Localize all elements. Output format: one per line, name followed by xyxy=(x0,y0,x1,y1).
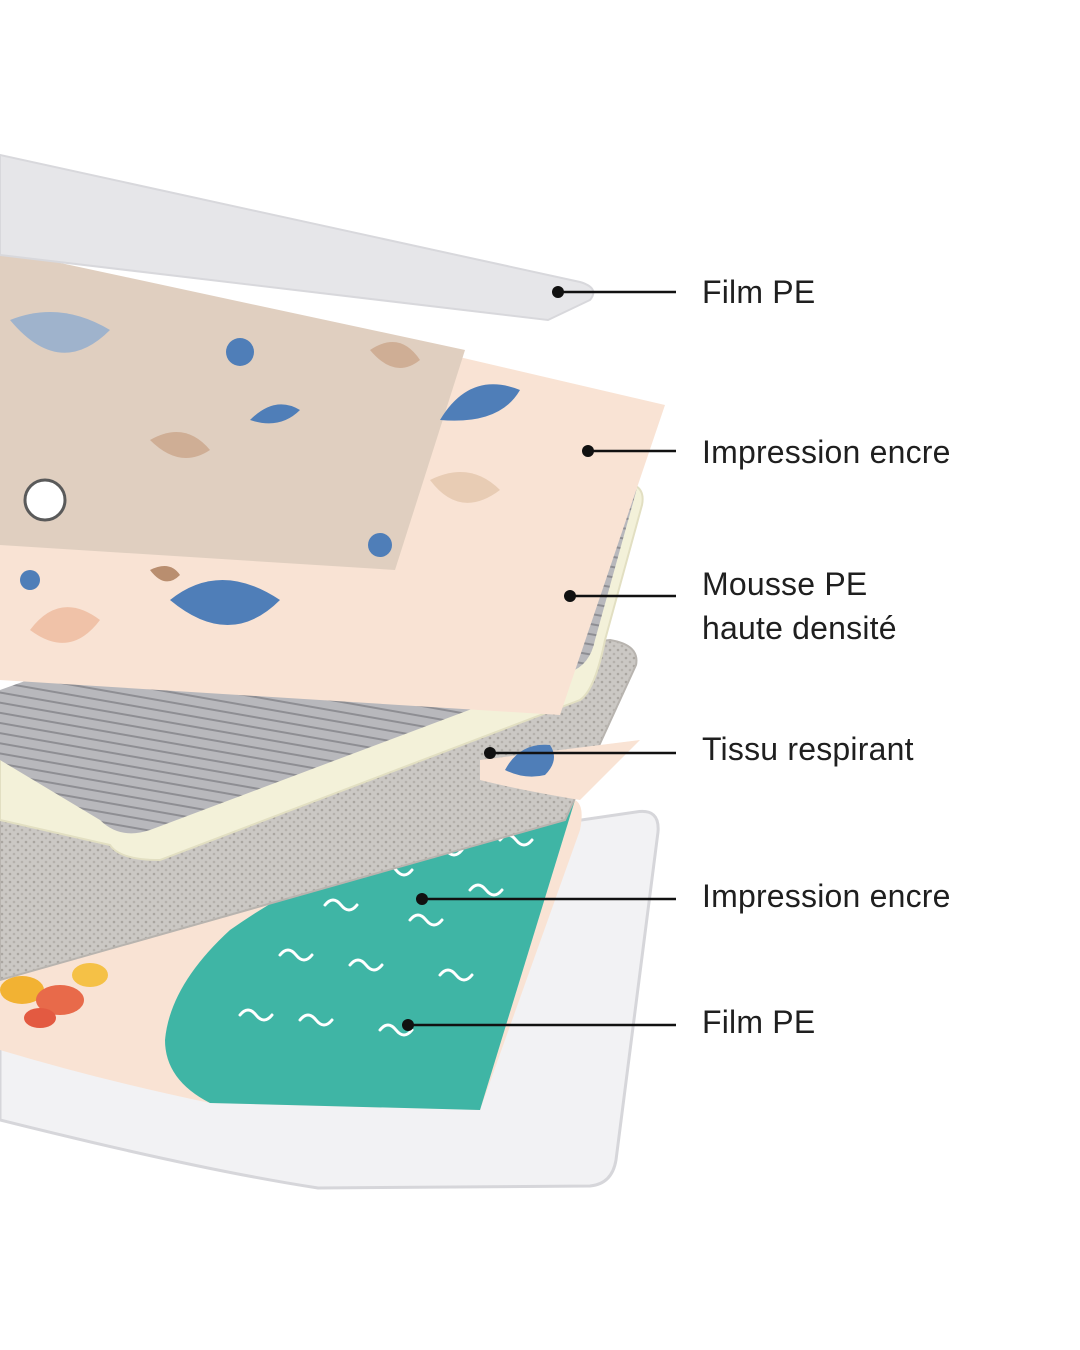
label-ink-print-bottom: Impression encre xyxy=(702,874,951,918)
dot-breathable-fabric xyxy=(484,747,496,759)
label-line: Impression encre xyxy=(702,878,951,914)
teal-wave-shape xyxy=(165,800,575,1110)
label-line: Tissu respirant xyxy=(702,731,914,767)
dot-ink-print-top xyxy=(582,445,594,457)
label-film-pe-bottom: Film PE xyxy=(702,1000,815,1044)
label-breathable-fabric: Tissu respirant xyxy=(702,727,914,771)
label-line: haute densité xyxy=(702,610,897,646)
dot-ink-print-bottom xyxy=(416,893,428,905)
label-line: Film PE xyxy=(702,1004,816,1040)
illustration-leaves xyxy=(10,312,520,643)
leader-lines xyxy=(408,290,676,1027)
fruit-decoration xyxy=(0,963,108,1028)
dot-film-pe-bottom xyxy=(402,1019,414,1031)
dot-film-pe-top xyxy=(552,286,564,298)
label-film-pe-top: Film PE xyxy=(702,270,815,314)
label-line: Film PE xyxy=(702,274,816,310)
leader-dots xyxy=(402,286,594,1031)
label-pe-foam: Mousse PE haute densité xyxy=(702,562,897,650)
ink-print-inner-panel xyxy=(0,250,465,570)
label-line: Mousse PE xyxy=(702,566,868,602)
label-line: Impression encre xyxy=(702,434,951,470)
dot-pe-foam xyxy=(564,590,576,602)
label-ink-print-top: Impression encre xyxy=(702,430,951,474)
